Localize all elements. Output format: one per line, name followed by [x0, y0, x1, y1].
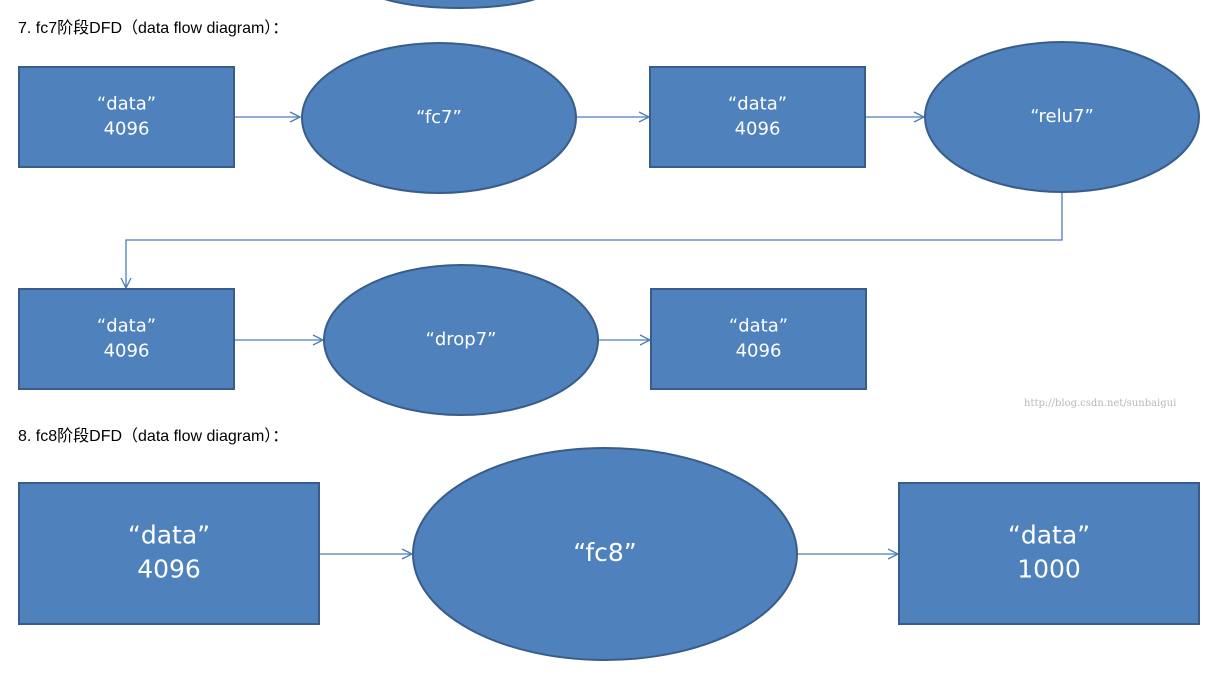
section-7-heading: 7. fc7阶段DFD（data flow diagram）：	[18, 20, 289, 37]
node-s8-data-out: “data” 1000	[898, 482, 1200, 625]
process-data-box	[18, 66, 235, 168]
node-s8-fc8: “fc8”	[412, 447, 798, 661]
node-s7-data-in: “data” 4096	[18, 66, 235, 168]
node-label-line: 4096	[104, 341, 150, 362]
node-label-line: 4096	[137, 555, 201, 584]
process-data-box	[650, 288, 867, 390]
node-s7-data-relu-out: “data” 4096	[18, 288, 235, 390]
node-label-line: “drop7”	[426, 329, 497, 350]
node-label-line: “data”	[728, 94, 787, 115]
process-ellipse	[412, 447, 798, 661]
node-s7-relu7: “relu7”	[924, 41, 1200, 193]
section-8-heading: 8. fc8阶段DFD（data flow diagram）：	[18, 428, 289, 445]
node-label-line: “data”	[1008, 521, 1090, 550]
node-label-line: 4096	[736, 341, 782, 362]
process-data-box	[898, 482, 1200, 625]
process-data-box	[18, 482, 320, 625]
node-s7-fc7: “fc7”	[301, 42, 577, 194]
node-label-line: “data”	[97, 94, 156, 115]
node-label-line: 1000	[1017, 555, 1081, 584]
node-label-line: “fc8”	[573, 538, 636, 567]
node-s7-drop7: “drop7”	[323, 264, 599, 416]
process-ellipse	[924, 41, 1200, 193]
watermark: http://blog.csdn.net/sunbaigui	[1024, 398, 1177, 409]
node-s8-data-in: “data” 4096	[18, 482, 320, 625]
node-s7-data-mid: “data” 4096	[649, 66, 866, 168]
node-label-line: “relu7”	[1030, 106, 1094, 127]
node-s7-data-out: “data” 4096	[650, 288, 867, 390]
process-data-box	[649, 66, 866, 168]
process-ellipse	[301, 42, 577, 194]
previous-section-node-fragment	[384, 0, 536, 9]
process-ellipse	[323, 264, 599, 416]
node-label-line: 4096	[104, 119, 150, 140]
node-label-line: “fc7”	[416, 107, 462, 128]
node-label-line: “data”	[128, 521, 210, 550]
node-label-line: 4096	[735, 119, 781, 140]
node-label-line: “data”	[729, 316, 788, 337]
flow-arrow-s7-relu7-to-s7-data-relu-out	[126, 193, 1063, 288]
node-label-line: “data”	[97, 316, 156, 337]
process-data-box	[18, 288, 235, 390]
